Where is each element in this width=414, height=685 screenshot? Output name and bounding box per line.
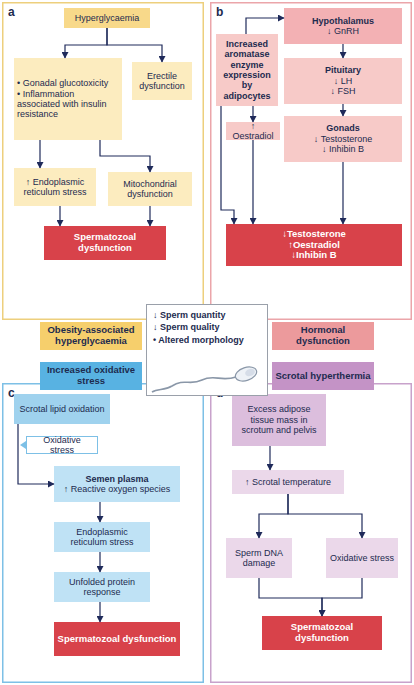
panel-letter: a <box>8 5 15 19</box>
box-text: Mitochondrial dysfunction <box>111 179 189 200</box>
box-text: • Gonadal glucotoxicity <box>17 78 108 88</box>
process-box: Mitochondrial dysfunction <box>108 172 192 206</box>
process-box: Semen plasma↑ Reactive oxygen species <box>54 466 180 502</box>
box-text: Hormonal dysfunction <box>275 325 371 347</box>
process-box: Hypothalamus↓ GnRH <box>284 8 402 44</box>
category-tab: Hormonal dysfunction <box>272 322 374 350</box>
box-heading: Semen plasma <box>85 474 148 484</box>
process-box: Sperm DNA damage <box>226 538 292 578</box>
category-tab: Increased oxidative stress <box>40 362 142 390</box>
box-text: Erectile dysfunction <box>135 71 189 92</box>
box-text: ↑ Reactive oxygen species <box>64 484 171 494</box>
outcome-box: Spermatozoal dysfunction <box>262 616 382 650</box>
callout-box: Oxidative stress <box>26 436 98 454</box>
box-text: Hyperglycaemia <box>75 13 140 23</box>
box-text: Obesity-associated hyperglycaemia <box>43 325 139 347</box>
category-tab: Obesity-associated hyperglycaemia <box>40 322 142 350</box>
box-text: • Altered morphology <box>153 335 244 345</box>
box-text: Increased aromatase enzyme expression by… <box>219 39 275 101</box>
box-text: ↓ GnRH <box>327 26 359 36</box>
box-text: ↓ Inhibin B <box>322 144 364 154</box>
box-text: Oxidative stress <box>330 553 394 563</box>
box-text: ↓ LH <box>334 76 353 86</box>
box-text: Spermatozoal dysfunction <box>47 232 163 254</box>
box-text: ↓Testosterone <box>282 229 346 240</box>
box-text: ↑ Oestradiol <box>229 121 277 142</box>
box-text: ↓ FSH <box>330 86 355 96</box>
process-box: • Gonadal glucotoxicity• Inflammation as… <box>14 58 122 140</box>
process-box: ↑ Endoplasmic reticulum stress <box>14 168 96 206</box>
box-text: Scrotal lipid oxidation <box>19 404 104 414</box>
box-text: Sperm DNA damage <box>229 548 289 569</box>
process-box: Unfolded protein response <box>54 572 150 602</box>
outcome-box: ↓Testosterone↑Oestradiol↓Inhibin B <box>226 224 402 266</box>
process-box: Oxidative stress <box>326 538 398 578</box>
panel-frame: cScrotal lipid oxidationOxidative stress… <box>2 383 204 683</box>
box-text: Excess adipose tissue mass in scrotum an… <box>235 404 323 435</box>
box-text: Oxidative stress <box>30 435 94 456</box>
process-box: Increased aromatase enzyme expression by… <box>216 34 278 106</box>
box-text: ↓ Testosterone <box>314 134 372 144</box>
box-text: ↑Oestradiol <box>288 240 340 251</box>
outcome-box: Spermatozoal dysfunction <box>44 226 166 260</box>
process-box: ↑ Oestradiol <box>226 122 280 140</box>
box-text: Scrotal hyperthermia <box>275 371 370 382</box>
box-text: Increased oxidative stress <box>43 365 139 387</box>
box-text: ↓ Sperm quantity <box>153 310 226 320</box>
box-heading: Hypothalamus <box>312 16 374 26</box>
panel-frame: bHypothalamus↓ GnRHIncreased aromatase e… <box>210 2 412 320</box>
box-text: Endoplasmic reticulum stress <box>57 527 147 548</box>
process-box: ↑ Scrotal temperature <box>232 470 344 494</box>
box-heading: Gonads <box>326 123 360 133</box>
process-box: Pituitary↓ LH↓ FSH <box>284 58 402 104</box>
outcome-box: Spermatozoal dysfunction <box>54 622 180 656</box>
box-text: ↑ Scrotal temperature <box>245 477 331 487</box>
panel-frame: aHyperglycaemia • Gonadal glucotoxicity• … <box>2 2 204 320</box>
summary-box: ↓ Sperm quantity ↓ Sperm quality • Altered… <box>146 304 268 396</box>
process-box: Scrotal lipid oxidation <box>14 394 110 424</box>
box-text: Spermatozoal dysfunction <box>58 634 177 645</box>
process-box: Endoplasmic reticulum stress <box>54 522 150 552</box>
box-text: Unfolded protein response <box>57 577 147 598</box>
panel-frame: dExcess adipose tissue mass in scrotum a… <box>210 383 412 683</box>
box-heading: Pituitary <box>325 65 361 75</box>
process-box: Hyperglycaemia <box>64 8 150 28</box>
box-text: ↓ Sperm quality <box>153 322 220 332</box>
box-text: Spermatozoal dysfunction <box>265 622 379 644</box>
box-text: • Inflammation associated with insulin r… <box>17 89 119 120</box>
process-box: Gonads↓ Testosterone↓ Inhibin B <box>284 116 402 162</box>
category-tab: Scrotal hyperthermia <box>272 362 374 390</box>
process-box: Excess adipose tissue mass in scrotum an… <box>232 394 326 446</box>
box-text: ↓Inhibin B <box>291 250 336 261</box>
box-text: ↑ Endoplasmic reticulum stress <box>17 177 93 198</box>
panel-letter: b <box>216 5 223 19</box>
process-box: Erectile dysfunction <box>132 62 192 100</box>
